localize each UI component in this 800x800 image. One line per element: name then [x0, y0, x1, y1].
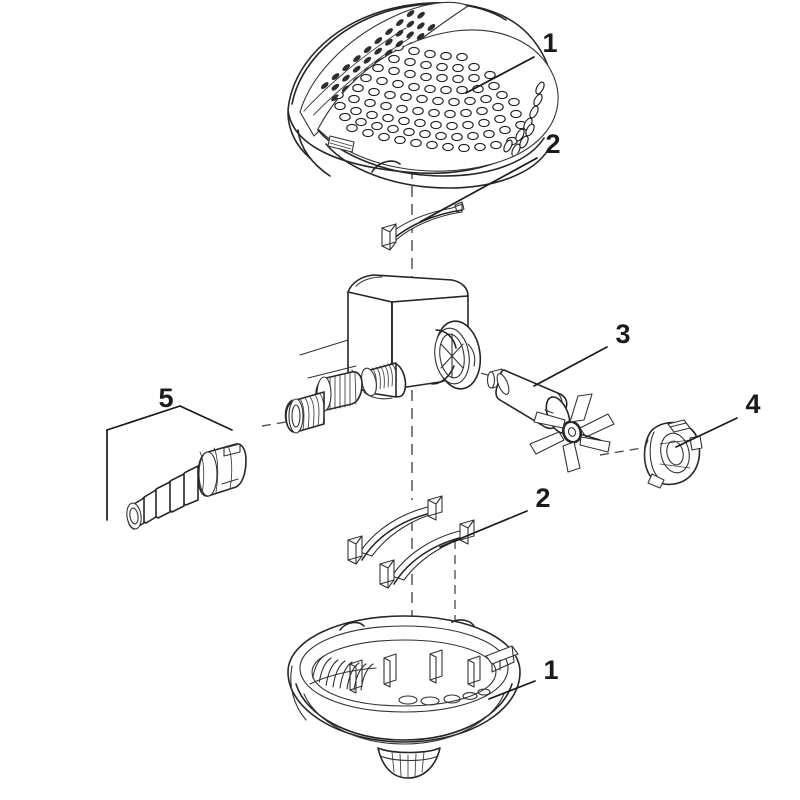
retaining-clips-lower-pair	[347, 495, 475, 589]
callout-numbers: 1 2 3 4 5 2 1	[158, 28, 760, 685]
inner-vane-comb	[311, 655, 374, 691]
callout-label-2-top: 2	[545, 129, 560, 159]
retaining-clip-upper	[381, 201, 465, 251]
pedestal-foot	[377, 747, 441, 779]
retaining-clip-front	[379, 519, 475, 589]
leader-4	[675, 417, 738, 448]
callout-label-5: 5	[158, 383, 173, 413]
volute-outlet-ring	[431, 320, 482, 390]
hose-tail-union-fitting	[126, 371, 363, 530]
internal-ribs	[349, 649, 481, 694]
retaining-clip-back	[347, 495, 443, 565]
leader-5-bracket-top	[106, 405, 181, 431]
callout-label-1-top: 1	[542, 28, 557, 58]
callout-label-4: 4	[745, 389, 760, 419]
callout-label-1-bottom: 1	[543, 655, 558, 685]
leader-1-bottom	[488, 680, 536, 700]
leader-2-bottom	[439, 510, 528, 548]
mesh-holes-front	[332, 42, 545, 157]
threaded-collar	[284, 391, 325, 434]
floor-drain-holes	[398, 688, 491, 706]
rotor-impeller-assembly	[486, 368, 615, 473]
leader-2-top	[419, 157, 538, 223]
filter-cage-top-cover	[287, 1, 559, 189]
leader-1-top	[465, 56, 535, 94]
assembly-centerlines	[261, 168, 649, 648]
leader-3	[533, 346, 608, 387]
callout-leaders	[106, 56, 738, 700]
stepped-hose-tail	[126, 443, 247, 530]
side-latch-bracket	[485, 645, 519, 673]
pump-motor-housing	[299, 274, 482, 400]
callout-label-3: 3	[615, 319, 630, 349]
callout-label-2-bottom: 2	[535, 483, 550, 513]
filter-housing-base	[287, 615, 521, 779]
rotor-end-cap	[643, 419, 703, 489]
impeller-blades	[529, 393, 615, 473]
leader-5	[179, 405, 233, 431]
inlet-threaded-boss	[361, 362, 407, 400]
